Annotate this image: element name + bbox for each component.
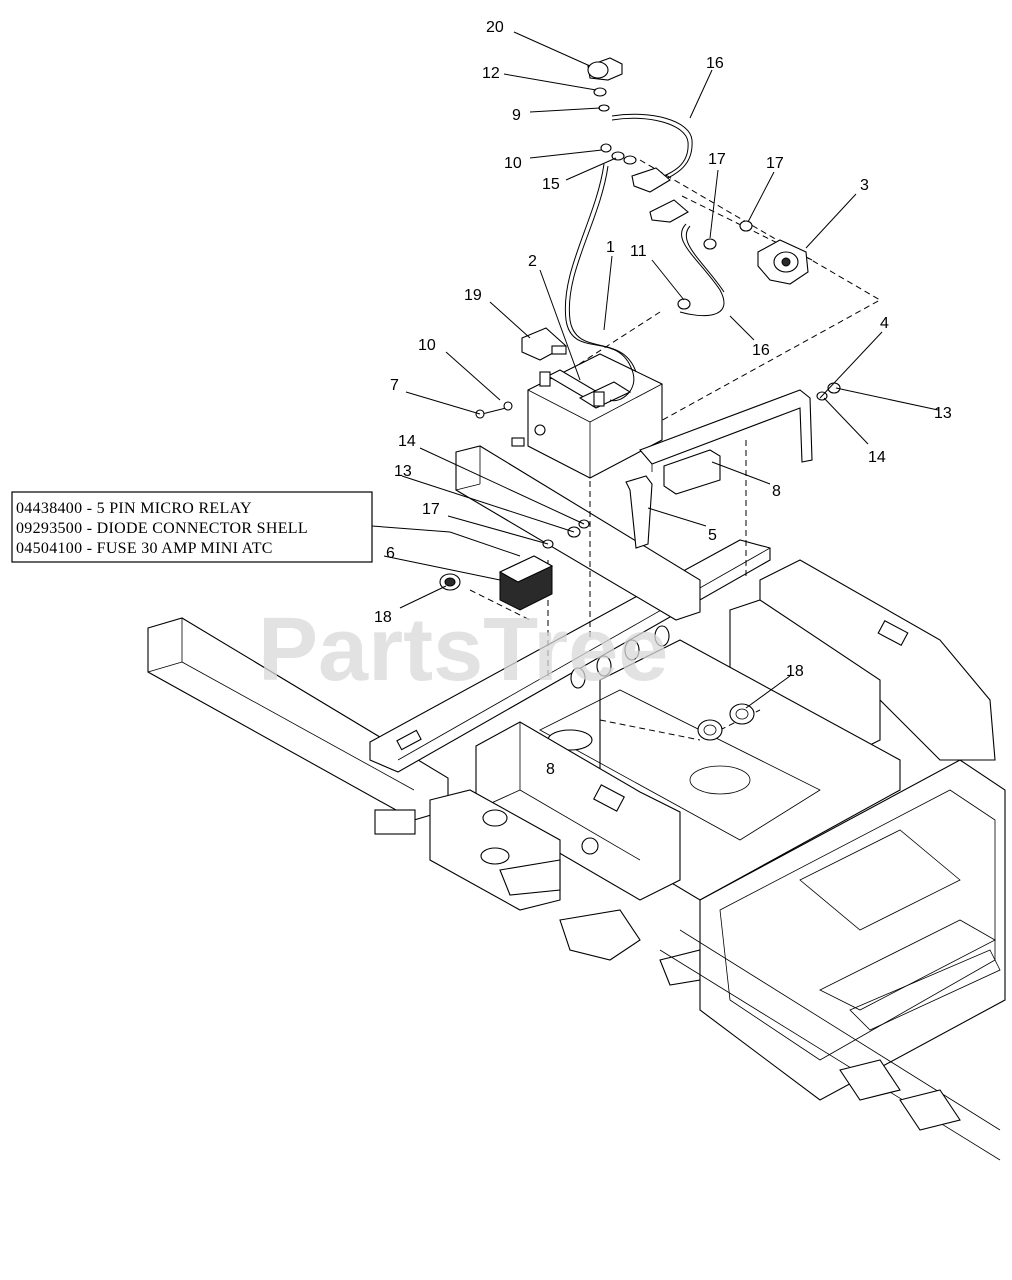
callout-10-lower: 10 — [418, 337, 436, 354]
part-number-box: 04438400 - 5 PIN MICRO RELAY 09293500 - … — [11, 491, 373, 563]
callout-18-left: 18 — [374, 609, 392, 626]
callout-19: 19 — [464, 287, 482, 304]
box-line-relay: 04438400 - 5 PIN MICRO RELAY — [16, 500, 252, 517]
box-line-diode: 09293500 - DIODE CONNECTOR SHELL — [16, 520, 308, 537]
callout-9: 9 — [512, 107, 521, 124]
callout-1: 1 — [606, 239, 615, 256]
battery-assembly — [475, 57, 809, 479]
callout-4: 4 — [880, 315, 889, 332]
callout-13-left: 13 — [394, 463, 412, 480]
callout-13-right: 13 — [934, 405, 952, 422]
callout-15: 15 — [542, 176, 560, 193]
callout-5: 5 — [708, 527, 717, 544]
callout-2: 2 — [528, 253, 537, 270]
callout-11: 11 — [630, 243, 647, 260]
relay-and-grommets — [439, 555, 755, 741]
callout-7: 7 — [390, 377, 399, 394]
mounting-brackets — [542, 382, 841, 549]
callout-20: 20 — [486, 19, 504, 36]
callout-17-lower: 17 — [422, 501, 440, 518]
callout-12: 12 — [482, 65, 500, 82]
callouts: 20 12 9 16 10 15 17 17 3 1 11 2 19 16 4 … — [374, 19, 952, 778]
callout-8-upper: 8 — [772, 483, 781, 500]
callout-10-upper: 10 — [504, 155, 522, 172]
callout-14-left: 14 — [398, 433, 416, 450]
callout-6: 6 — [386, 545, 395, 562]
callout-18-right: 18 — [786, 663, 804, 680]
watermark: PartsTree — [258, 600, 668, 700]
callout-17-left: 17 — [708, 151, 726, 168]
callout-8-lower: 8 — [546, 761, 555, 778]
callout-16-lower: 16 — [752, 342, 770, 359]
callout-3: 3 — [860, 177, 869, 194]
callout-17-right: 17 — [766, 155, 784, 172]
leader-lines — [371, 31, 939, 709]
callout-14-right: 14 — [868, 449, 886, 466]
callout-16-upper: 16 — [706, 55, 724, 72]
box-line-fuse: 04504100 - FUSE 30 AMP MINI ATC — [16, 540, 273, 557]
